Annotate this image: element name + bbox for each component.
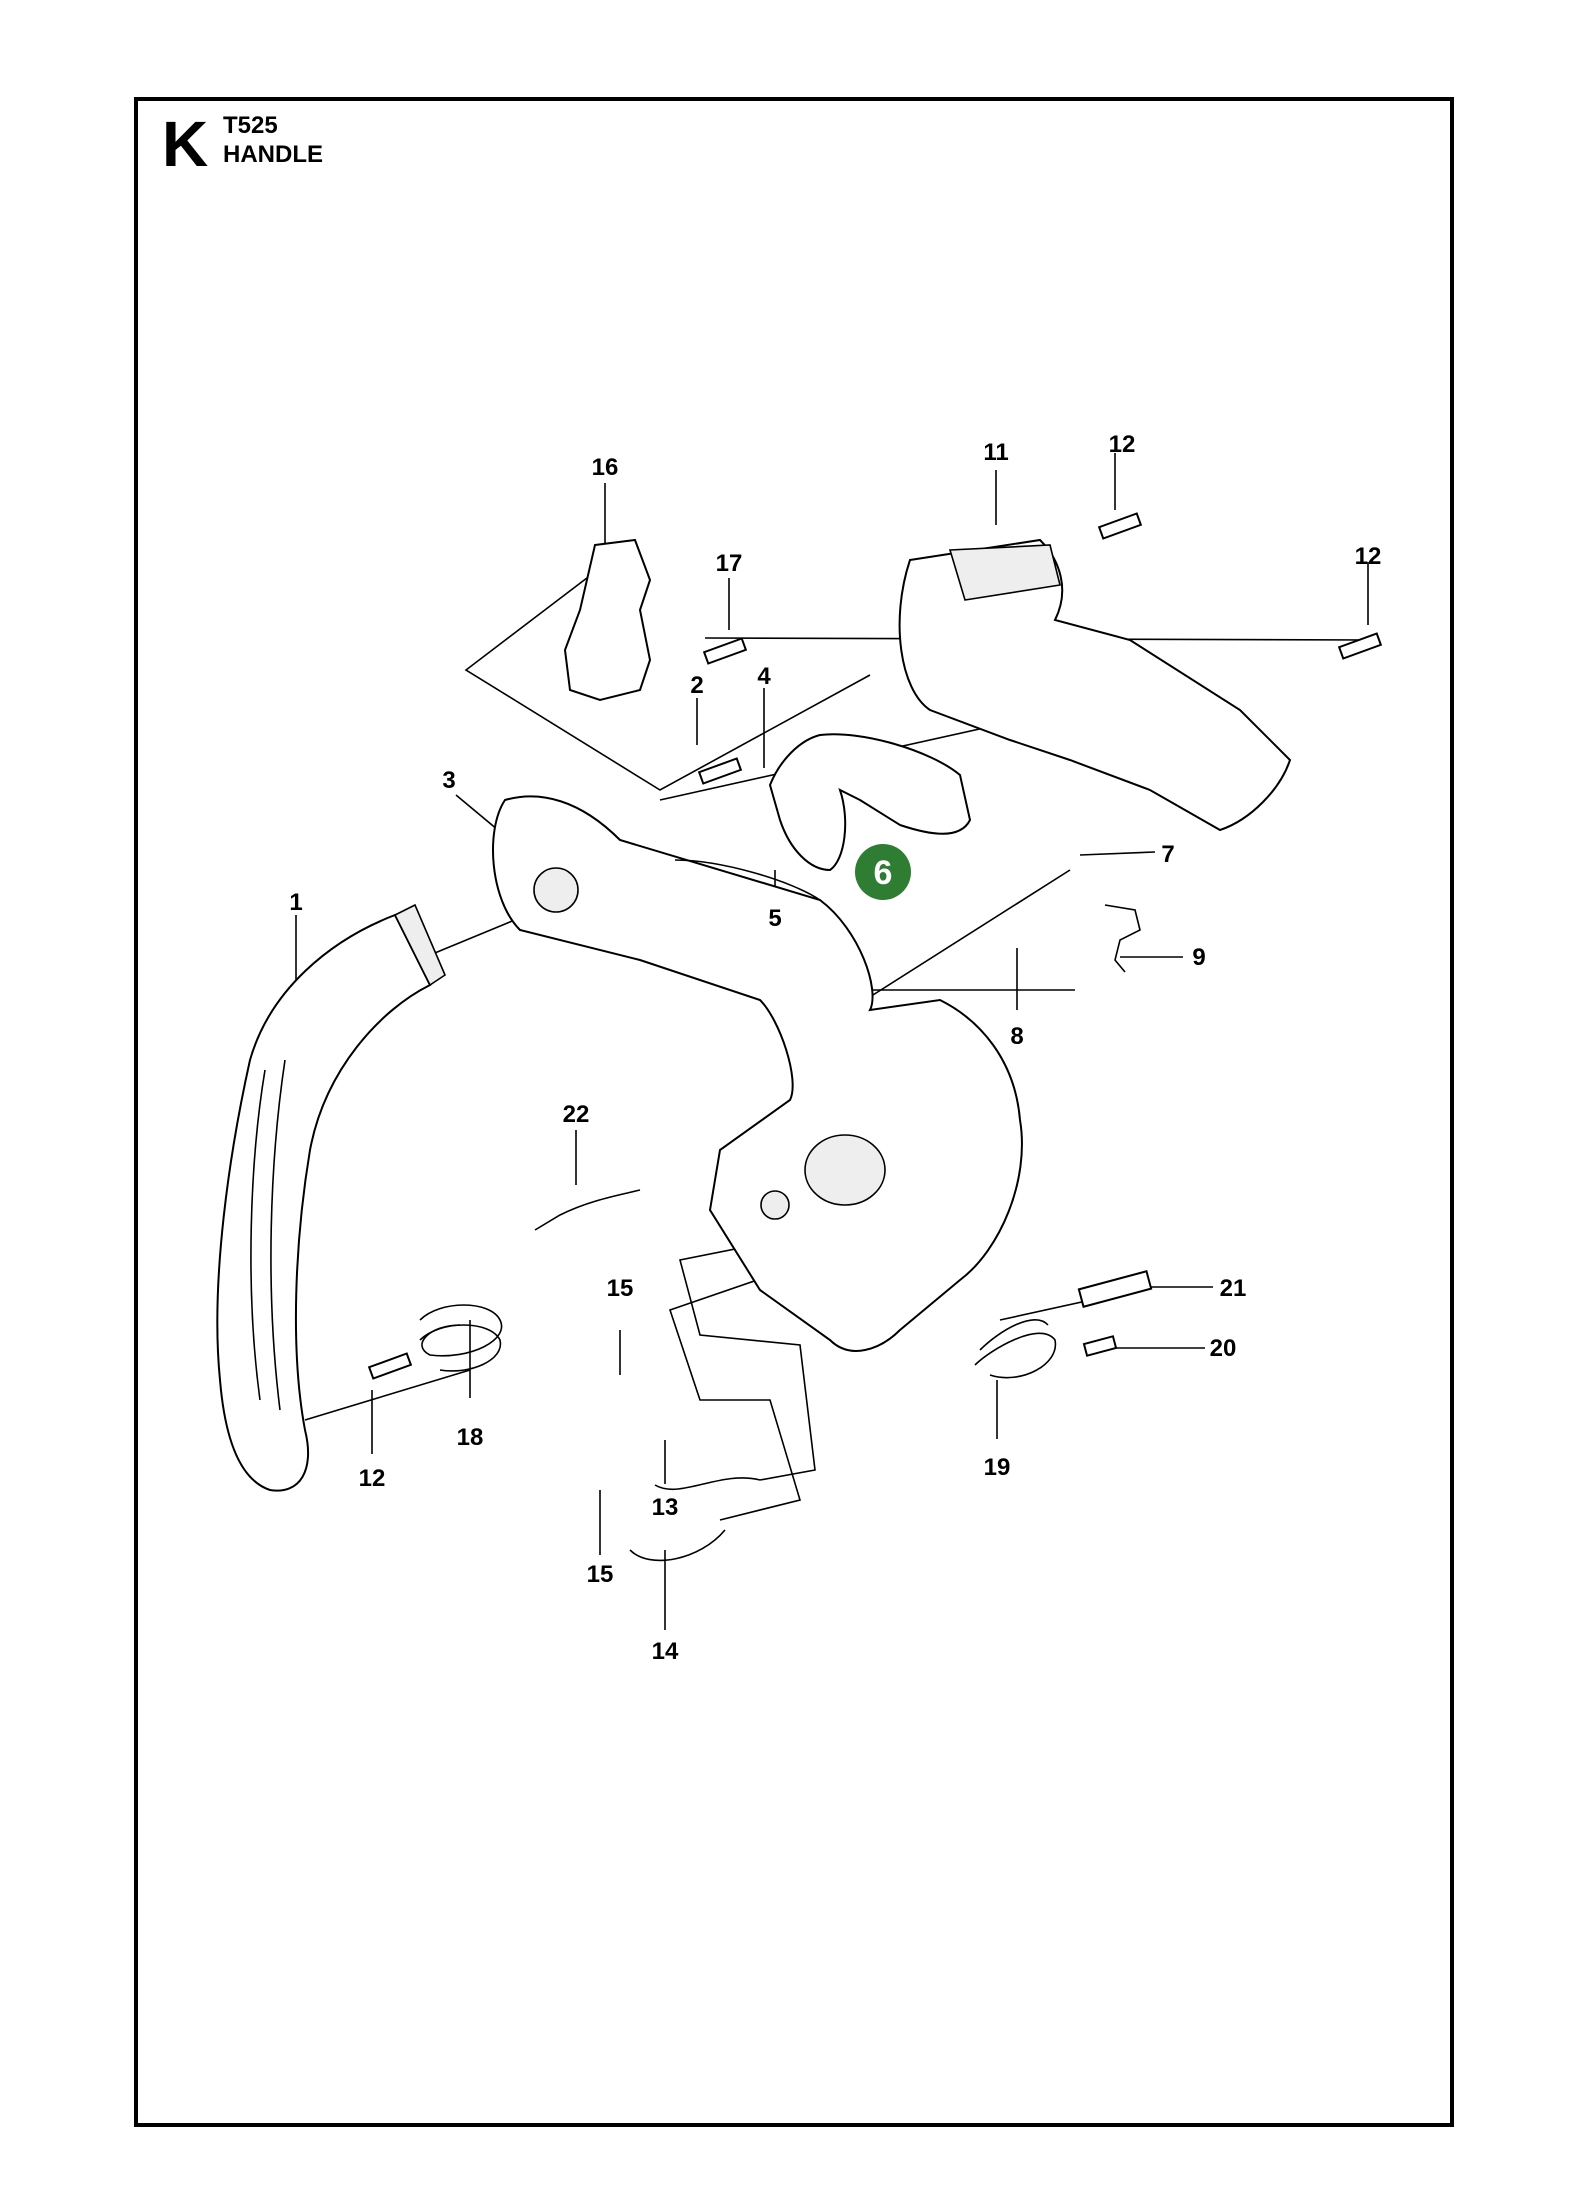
callout-6: 6 xyxy=(874,854,893,892)
callout-11: 11 xyxy=(983,439,1008,466)
page-frame xyxy=(134,97,1454,2127)
callout-21: 21 xyxy=(1220,1275,1247,1302)
callout-9: 9 xyxy=(1192,944,1205,971)
callout-4: 4 xyxy=(757,663,771,690)
callout-22: 22 xyxy=(563,1101,590,1128)
part-springs xyxy=(419,1304,1057,1379)
callout-5: 5 xyxy=(768,905,781,932)
callout-18: 18 xyxy=(457,1424,484,1451)
model-number: T525 xyxy=(223,112,278,139)
callout-3: 3 xyxy=(442,767,455,794)
callout-12-left: 12 xyxy=(359,1465,386,1492)
callout-7: 7 xyxy=(1161,841,1174,868)
part-trigger-assembly xyxy=(768,733,972,872)
callout-15-top: 15 xyxy=(607,1275,634,1302)
callout-19: 19 xyxy=(984,1454,1011,1481)
callout-6-highlight: 6 xyxy=(855,844,911,900)
diagram-title: HANDLE xyxy=(223,141,323,168)
callout-14: 14 xyxy=(652,1638,679,1665)
callout-20: 20 xyxy=(1210,1335,1237,1362)
part-front-handle xyxy=(216,903,446,1492)
part-screws xyxy=(367,512,1383,1380)
callout-13: 13 xyxy=(652,1494,679,1521)
callout-8: 8 xyxy=(1010,1023,1023,1050)
callout-15-bottom: 15 xyxy=(587,1561,614,1588)
part-rear-handle-housing xyxy=(492,795,1023,1352)
part-rear-cover xyxy=(898,538,1292,832)
callout-12-top: 12 xyxy=(1109,431,1136,458)
part-lever-16 xyxy=(563,538,652,702)
section-letter: K xyxy=(162,108,209,180)
part-cables xyxy=(534,859,1153,1562)
callout-16: 16 xyxy=(592,454,619,481)
callout-17: 17 xyxy=(716,550,743,577)
leader-lines xyxy=(295,453,1376,1630)
callout-2: 2 xyxy=(690,672,703,699)
callout-1: 1 xyxy=(289,889,302,916)
callout-12-right: 12 xyxy=(1355,543,1382,570)
